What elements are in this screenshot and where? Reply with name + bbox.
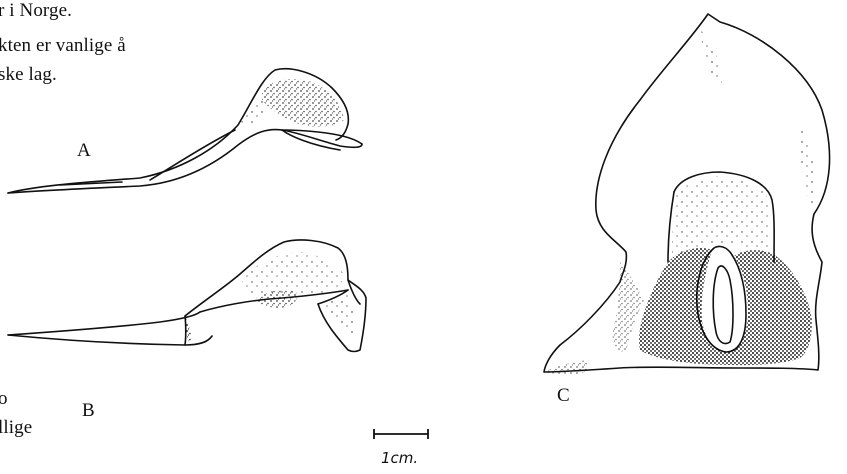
figure-label-c: C bbox=[557, 386, 570, 405]
shading bbox=[672, 176, 770, 258]
figure-label-a: A bbox=[77, 141, 91, 160]
figure-label-b: B bbox=[82, 401, 95, 420]
shading bbox=[320, 292, 356, 336]
shading bbox=[798, 120, 816, 210]
scale-bar bbox=[374, 429, 428, 439]
shading bbox=[700, 30, 722, 90]
shading bbox=[240, 252, 344, 296]
shading bbox=[639, 248, 812, 365]
shading bbox=[544, 360, 589, 374]
shading bbox=[262, 79, 344, 127]
scale-bar-label: 1cm. bbox=[381, 451, 418, 466]
